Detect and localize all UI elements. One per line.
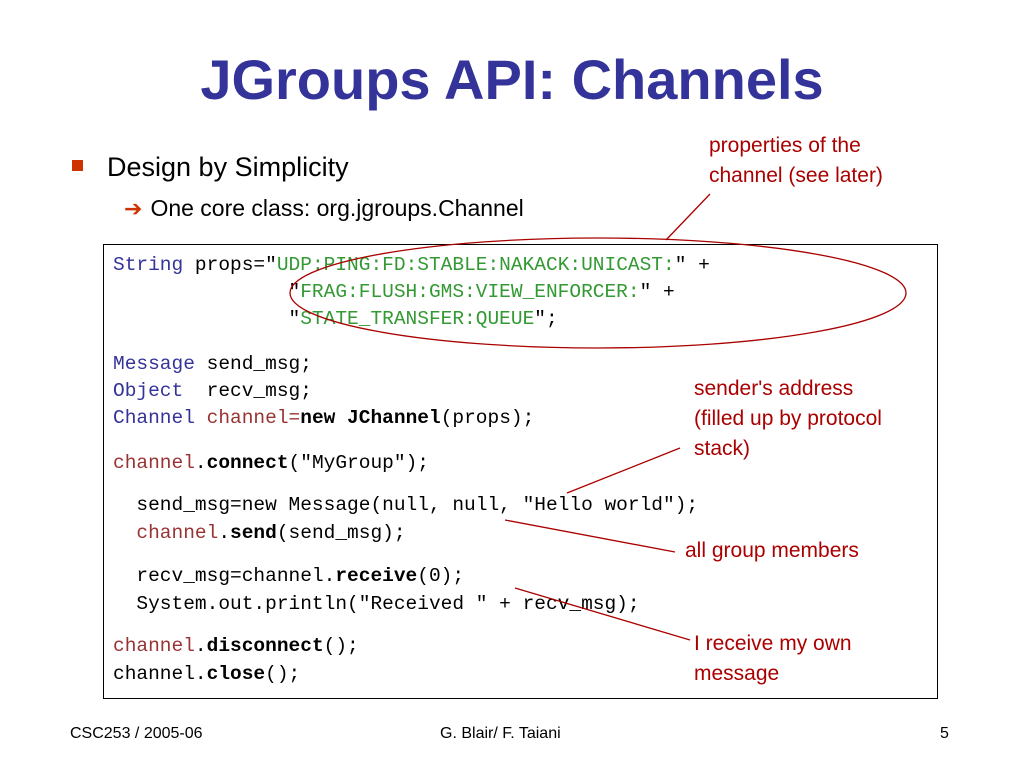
code-type: String	[113, 254, 184, 276]
code-text: ();	[323, 635, 359, 657]
code-line-12: channel.disconnect();	[113, 633, 359, 660]
bullet-level2-text: One core class: org.jgroups.Channel	[150, 195, 524, 221]
code-string: FRAG:FLUSH:GMS:VIEW_ENFORCER:	[300, 281, 640, 303]
footer-page-number: 5	[940, 725, 949, 742]
code-text: " +	[639, 281, 675, 303]
code-line-10: recv_msg=channel.receive(0);	[113, 563, 464, 590]
code-text: (props);	[440, 407, 535, 429]
code-text: (send_msg);	[276, 522, 406, 544]
code-bold: connect	[206, 452, 289, 474]
code-type: Channel	[113, 407, 195, 429]
code-bold: close	[206, 663, 266, 685]
code-variable: channel	[113, 452, 195, 474]
code-line-8: send_msg=new Message(null, null, "Hello …	[113, 494, 699, 516]
code-text: ("MyGroup");	[288, 452, 429, 474]
code-text: props="	[183, 254, 277, 276]
annotation-receive: I receive my own message	[694, 632, 852, 685]
code-line-4: Message send_msg;	[113, 351, 312, 378]
code-bold: receive	[335, 565, 418, 587]
bullet-level1-text: Design by Simplicity	[107, 152, 349, 182]
code-bold: disconnect	[206, 635, 324, 657]
slide-title: JGroups API: Channels	[200, 48, 824, 111]
code-text: send_msg;	[194, 353, 312, 375]
code-line-5: Object recv_msg;	[113, 378, 312, 405]
code-line-9: channel.send(send_msg);	[113, 520, 406, 547]
code-text: ();	[265, 663, 301, 685]
group-pointer-line	[504, 519, 676, 553]
annotation-group: all group members	[685, 539, 859, 562]
code-line-6: Channel channel=new JChannel(props);	[113, 405, 534, 432]
arrow-bullet-icon: ➔	[124, 196, 143, 221]
code-bold: new JChannel	[300, 407, 441, 429]
code-bold: send	[230, 522, 277, 544]
footer-course: CSC253 / 2005-06	[70, 725, 203, 742]
code-text: "	[113, 281, 301, 303]
code-type: Message	[113, 353, 195, 375]
annotation-props: properties of the channel (see later)	[709, 134, 883, 187]
bullet-level1: Design by Simplicity	[72, 150, 349, 184]
code-text: .	[194, 452, 207, 474]
code-line-3: "STATE_TRANSFER:QUEUE";	[113, 306, 558, 333]
bullet-level2: ➔ One core class: org.jgroups.Channel	[124, 193, 524, 224]
code-line-2: "FRAG:FLUSH:GMS:VIEW_ENFORCER:" +	[113, 279, 675, 306]
code-text: channel.	[113, 663, 207, 685]
annotation-sender: sender's address (filled up by protocol …	[694, 377, 882, 460]
code-box	[103, 244, 938, 699]
code-variable: channel	[136, 522, 219, 544]
code-string: STATE_TRANSFER:QUEUE	[300, 308, 535, 330]
code-line-13: channel.close();	[113, 661, 300, 688]
props-ellipse	[289, 237, 907, 349]
code-text: recv_msg;	[183, 380, 312, 402]
footer-authors: G. Blair/ F. Taiani	[440, 725, 561, 742]
code-variable: channel=	[194, 407, 301, 429]
code-text: ";	[534, 308, 558, 330]
code-string: UDP:PING:FD:STABLE:NAKACK:UNICAST:	[276, 254, 675, 276]
code-text: (0);	[417, 565, 465, 587]
code-text: .	[194, 635, 207, 657]
code-variable: channel	[113, 635, 195, 657]
code-text: "	[113, 308, 301, 330]
code-text: .	[218, 522, 231, 544]
sender-pointer-line	[566, 447, 681, 494]
code-type: Object	[113, 380, 184, 402]
code-text: " +	[674, 254, 710, 276]
code-text: recv_msg=channel.	[113, 565, 336, 587]
code-line-1: String props="UDP:PING:FD:STABLE:NAKACK:…	[113, 252, 710, 279]
receive-pointer-line	[514, 587, 691, 641]
props-pointer-line	[665, 193, 711, 241]
square-bullet-icon	[72, 160, 83, 172]
code-line-7: channel.connect("MyGroup");	[113, 450, 429, 477]
